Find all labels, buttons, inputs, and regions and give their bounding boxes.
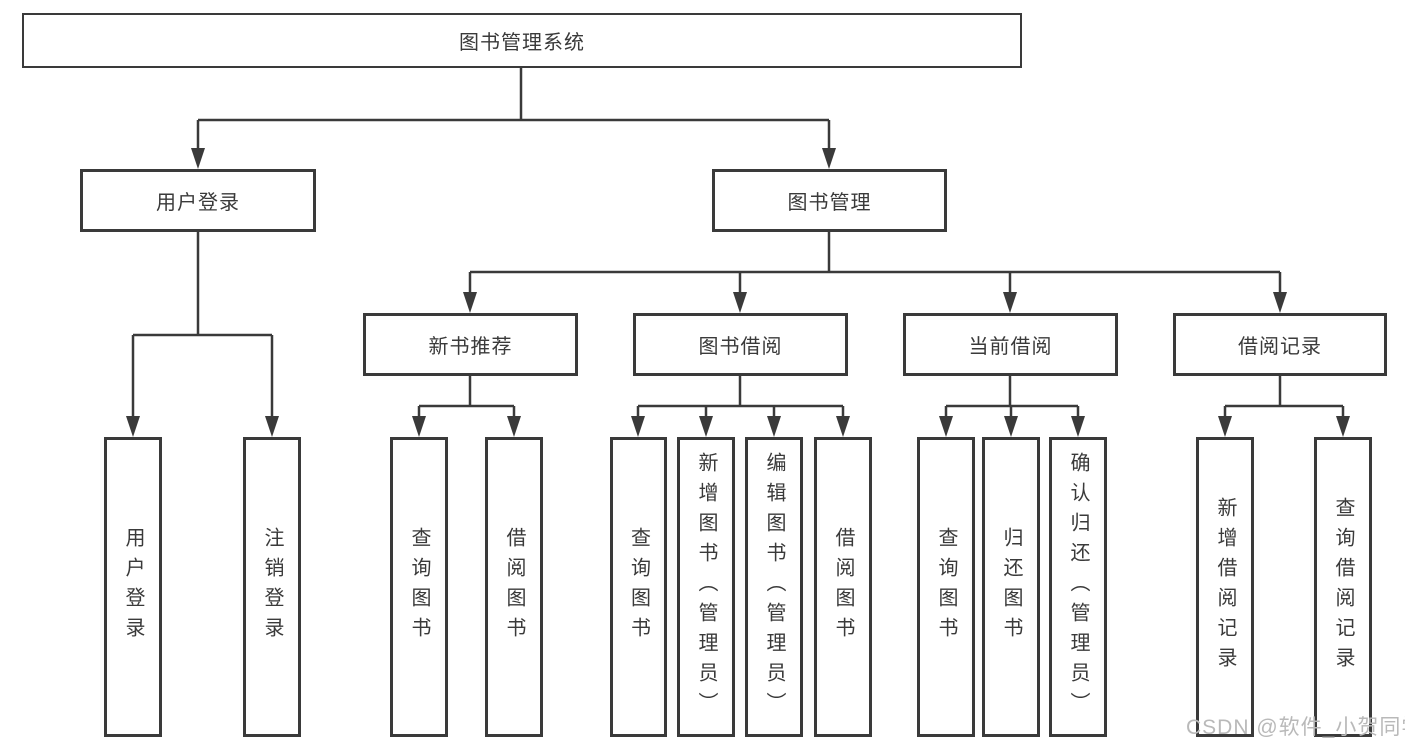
arrowhead <box>939 416 953 437</box>
leaf-query-borrow-record: 查询借阅记录 <box>1314 437 1372 737</box>
leaf-user-login: 用户登录 <box>104 437 162 737</box>
connector-newbook-to-leaves <box>417 376 516 423</box>
leaf-add-book-admin: 新增图书（管理员） <box>677 437 735 737</box>
leaf-label: 归还图书 <box>1000 527 1022 647</box>
arrowhead <box>836 416 850 437</box>
leaf-query-books-current: 查询图书 <box>917 437 975 737</box>
arrowhead <box>412 416 426 437</box>
leaf-label: 新增图书（管理员） <box>695 452 717 722</box>
leaf-edit-book-admin: 编辑图书（管理员） <box>745 437 803 737</box>
leaf-label: 注销登录 <box>261 527 283 647</box>
arrowhead <box>733 292 747 313</box>
node-user-login: 用户登录 <box>80 169 316 232</box>
connector-bookmgmt-to-level3 <box>468 232 1282 299</box>
connector-records-to-leaves <box>1223 376 1345 423</box>
arrowhead <box>1004 416 1018 437</box>
arrowhead <box>191 148 205 169</box>
connector-root-to-level2 <box>196 68 831 155</box>
leaf-label: 借阅图书 <box>503 527 525 647</box>
arrowhead <box>631 416 645 437</box>
leaf-label: 借阅图书 <box>832 527 854 647</box>
csdn-watermark: CSDN @软件_小贺同学 <box>1186 716 1405 739</box>
arrowhead <box>767 416 781 437</box>
leaf-label: 查询借阅记录 <box>1332 497 1354 677</box>
arrowhead <box>1003 292 1017 313</box>
leaf-label: 查询图书 <box>627 527 650 647</box>
leaf-label: 编辑图书（管理员） <box>763 452 785 722</box>
node-new-book-recommend: 新书推荐 <box>363 313 578 376</box>
node-library-system-root: 图书管理系统 <box>22 13 1022 68</box>
arrowhead <box>1218 416 1232 437</box>
leaf-borrow-books-borrow: 借阅图书 <box>814 437 872 737</box>
arrowhead <box>265 416 279 437</box>
leaf-label: 用户登录 <box>122 527 144 647</box>
leaf-query-books-borrow: 查询图书 <box>610 437 667 737</box>
arrowhead <box>1336 416 1350 437</box>
node-current-borrow: 当前借阅 <box>903 313 1118 376</box>
arrowhead <box>699 416 713 437</box>
leaf-label: 新增借阅记录 <box>1214 497 1236 677</box>
leaf-label: 查询图书 <box>935 527 957 647</box>
leaf-label: 查询图书 <box>408 527 430 647</box>
arrowhead <box>126 416 140 437</box>
arrowhead <box>1273 292 1287 313</box>
arrowhead <box>507 416 521 437</box>
leaf-confirm-return-admin: 确认归还（管理员） <box>1049 437 1107 737</box>
node-book-management: 图书管理 <box>712 169 947 232</box>
connector-userlogin-to-leaves <box>131 232 274 423</box>
arrowheads <box>126 148 1350 437</box>
leaf-label: 确认归还（管理员） <box>1067 452 1089 722</box>
arrowhead <box>822 148 836 169</box>
leaf-logout: 注销登录 <box>243 437 301 737</box>
leaf-add-borrow-record: 新增借阅记录 <box>1196 437 1254 737</box>
arrowhead <box>463 292 477 313</box>
connector-currentborrow-to-leaves <box>944 376 1080 423</box>
arrowhead <box>1071 416 1085 437</box>
node-borrow-records: 借阅记录 <box>1173 313 1387 376</box>
leaf-borrow-books-recommend: 借阅图书 <box>485 437 543 737</box>
leaf-return-book: 归还图书 <box>982 437 1040 737</box>
leaf-query-books-recommend: 查询图书 <box>390 437 448 737</box>
node-book-borrow: 图书借阅 <box>633 313 848 376</box>
connector-bookborrow-to-leaves <box>636 376 845 423</box>
